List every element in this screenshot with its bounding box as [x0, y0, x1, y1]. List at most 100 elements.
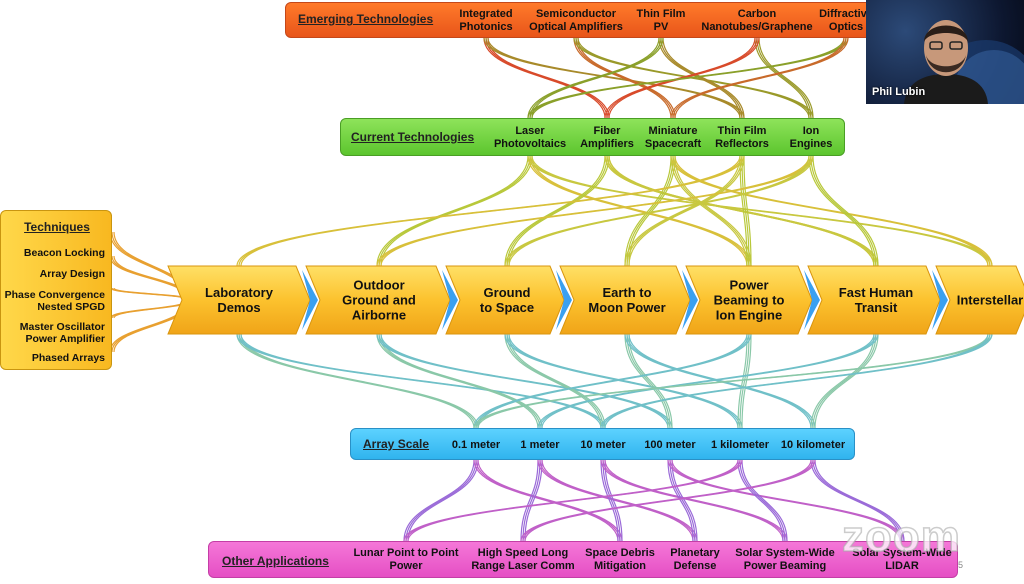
connection-wire [508, 155, 814, 267]
emerging-item-thin-film-pv: Thin Film PV [636, 8, 686, 33]
stage-chevron-icon [804, 270, 820, 330]
array-scale-1-meter: 1 meter [520, 439, 560, 451]
stage-fast-human-transit: Fast Human Transit [838, 285, 914, 315]
connection-wire [524, 459, 816, 542]
current-technologies-bar: Current Technologies [340, 118, 845, 156]
webcam-name-label: Phil Lubin [872, 86, 926, 98]
connection-wire [600, 459, 619, 542]
connection-wire [575, 37, 674, 119]
connection-wire [628, 333, 816, 429]
webcam-video-tile: Phil Lubin [866, 0, 1024, 104]
connection-wire [812, 155, 879, 267]
connection-wire [741, 459, 788, 542]
slide-number: 5 [958, 560, 964, 570]
connection-wire [508, 155, 610, 267]
stage-laboratory-demos: Laboratory Demos [205, 285, 273, 315]
current-item-thin-film-reflectors: Thin Film Reflectors [715, 125, 769, 150]
connection-wire [737, 333, 748, 429]
connection-wire [573, 37, 672, 119]
emerging-item-integrated-photonics: Integrated Photonics [459, 8, 513, 33]
stage-arrow-shape [559, 265, 691, 335]
connection-wire [626, 333, 671, 429]
stage-chevron-icon [682, 270, 698, 330]
emerging-technologies-bar: Emerging Technologies [285, 2, 875, 38]
connection-wire [671, 459, 698, 542]
connection-wire [670, 155, 748, 267]
stage-chevron-icon [556, 270, 572, 330]
connection-wire [376, 155, 529, 267]
connection-wire [602, 459, 621, 542]
current-item-laser-photovoltaics: Laser Photovoltaics [493, 125, 567, 150]
connection-wire [240, 155, 745, 267]
application-planetary-defense: Planetary Defense [670, 547, 720, 572]
application-solar-lidar: Solar System-Wide LIDAR [852, 547, 952, 572]
connection-wire [577, 37, 814, 119]
connection-wire [531, 37, 849, 119]
connection-wire [810, 155, 877, 267]
connection-wire [403, 459, 475, 542]
stage-arrow-shape [167, 265, 311, 335]
connection-wire [624, 333, 669, 429]
other-applications-title: Other Applications [222, 554, 329, 568]
emerging-item-diffractive-optics: Diffractive Optics [819, 8, 873, 33]
connection-wire [487, 37, 745, 119]
connection-wire [658, 37, 741, 119]
connection-wire [814, 333, 879, 429]
connection-wire [741, 333, 752, 429]
connection-wire [508, 333, 743, 429]
emerging-item-carbon-nanotubes: Carbon Nanotubes/Graphene [701, 8, 813, 33]
array-scale-0-1-meter: 0.1 meter [451, 439, 501, 451]
technique-array-design: Array Design [39, 268, 105, 280]
current-item-miniature-spacecraft: Miniature Spacecraft [644, 125, 702, 150]
connection-wire [660, 37, 743, 119]
technique-master-oscillator: Master Oscillator Power Amplifier [19, 321, 105, 345]
connection-wire [812, 333, 877, 429]
connection-wire [520, 459, 539, 542]
stage-arrow-shape [305, 265, 451, 335]
connection-wire [380, 155, 814, 267]
stage-interstellar: Interstellar [956, 292, 1024, 308]
connection-wire [477, 333, 752, 429]
connection-wire [624, 155, 672, 267]
connection-wire [577, 37, 676, 119]
connection-wire [522, 459, 541, 542]
current-item-fiber-amplifiers: Fiber Amplifiers [580, 125, 634, 150]
stage-arrow-shape [685, 265, 813, 335]
connection-wire [541, 333, 879, 429]
connection-wire [508, 333, 606, 429]
connection-wire [812, 459, 903, 542]
connection-wire [405, 459, 477, 542]
connection-wire [541, 459, 698, 542]
emerging-item-semiconductor-optical-amplifiers: Semiconductor Optical Amplifiers [529, 8, 623, 33]
connection-wire [504, 155, 606, 267]
connection-wire [662, 37, 745, 119]
connection-wire [531, 37, 664, 119]
techniques-box: Techniques Beacon Locking Array Design P… [0, 210, 112, 370]
connection-wire [531, 155, 993, 267]
application-space-debris: Space Debris Mitigation [585, 547, 655, 572]
connection-wire [669, 459, 696, 542]
connection-wire [524, 459, 543, 542]
array-scale-10-kilometer: 10 kilometer [780, 439, 846, 451]
connection-wire [240, 333, 606, 429]
stage-arrow-shape [935, 265, 1024, 335]
stage-arrow-shape [445, 265, 565, 335]
connection-wire [674, 155, 993, 267]
array-scale-100-meter: 100 meter [644, 439, 696, 451]
connection-wire [671, 459, 905, 542]
stage-power-beaming-ion-engine: Power Beaming to Ion Engine [713, 277, 785, 323]
emerging-technologies-title: Emerging Technologies [298, 12, 434, 26]
technique-beacon-locking: Beacon Locking [23, 247, 105, 259]
stage-chevron-icon [442, 270, 458, 330]
connection-wire [380, 333, 543, 429]
connection-wire [531, 155, 752, 267]
stage-arrow-shape [807, 265, 941, 335]
connection-wire [672, 155, 750, 267]
connection-wire [754, 37, 810, 119]
connection-wire [626, 155, 743, 267]
connection-wire [487, 37, 610, 119]
connection-wire [483, 37, 606, 119]
connection-wire [739, 459, 786, 542]
